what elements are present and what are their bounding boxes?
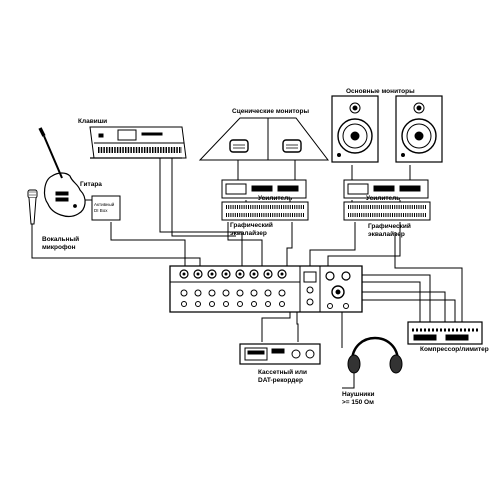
vocal-mic-label: Вокальный микрофон — [42, 236, 80, 251]
compressor-label: Компрессор/лимитер — [420, 346, 489, 353]
stage-monitor-left — [198, 117, 269, 161]
main-monitor-right — [395, 95, 443, 163]
main-monitors-label: Основные мониторы — [346, 88, 415, 95]
compressor-device — [407, 321, 483, 345]
guitar-device — [38, 127, 86, 217]
amplifier-right-device — [343, 179, 429, 199]
eq-left-device — [221, 201, 309, 221]
di-box-device — [91, 195, 121, 221]
stage-monitors-label: Сценические мониторы — [232, 108, 310, 115]
di-box-label: Активный DI Box — [94, 202, 115, 213]
recorder-device — [239, 343, 321, 365]
keyboards-label: Клавиши — [78, 118, 108, 125]
stage-monitor-right — [267, 117, 330, 161]
main-monitor-left — [331, 95, 379, 163]
microphone-device — [27, 189, 38, 225]
cables — [31, 158, 463, 348]
guitar-label: Гитара — [80, 181, 102, 188]
headphones-label: Наушники >= 150 Ом — [342, 391, 375, 406]
headphones-device — [342, 336, 403, 389]
amplifier-right-label: Усилитель — [366, 195, 401, 202]
recorder-label: Кассетный или DAT-рекордер — [258, 369, 308, 384]
amplifier-left-device — [221, 179, 307, 199]
eq-right-label: Графический эквалайзер — [368, 223, 411, 238]
keyboard-device — [89, 126, 187, 159]
mixer-device — [169, 265, 363, 313]
amplifier-left-label: Усилитель — [258, 195, 293, 202]
eq-right-device — [343, 201, 431, 221]
eq-left-label: Графический эквалайзер — [230, 222, 273, 237]
